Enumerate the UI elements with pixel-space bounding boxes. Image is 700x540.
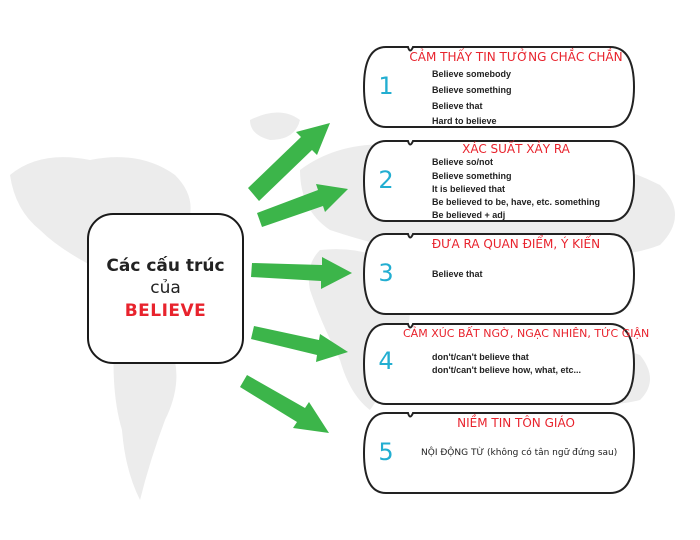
card-2-item-4: Be believed to be, have, etc. something bbox=[432, 197, 601, 207]
card-2-item-3: It is believed that bbox=[432, 184, 506, 194]
card-5-number: 5 bbox=[378, 438, 394, 466]
arrow-to-card-2-icon bbox=[257, 184, 348, 227]
arrow-to-card-3-icon bbox=[251, 257, 352, 289]
arrow-to-card-4-icon bbox=[251, 326, 348, 362]
card-4-item-2: don't/can't believe how, what, etc... bbox=[432, 365, 581, 375]
card-1-item-4: Hard to believe bbox=[432, 116, 497, 126]
card-1-item-3: Believe that bbox=[432, 101, 483, 111]
arrow-to-card-1-icon bbox=[248, 123, 330, 201]
card-4-title: CẢM XÚC BẤT NGỜ, NGẠC NHIÊN, TỨC GIẬN bbox=[403, 327, 650, 340]
arrow-to-card-5-icon bbox=[240, 375, 329, 433]
card-4-number: 4 bbox=[378, 347, 394, 375]
card-1-item-1: Believe somebody bbox=[432, 69, 512, 79]
card-4-item-1: don't/can't believe that bbox=[432, 352, 529, 362]
card-2-number: 2 bbox=[378, 166, 394, 194]
card-1-title: CẢM THẤY TIN TƯỞNG CHẮC CHẮN bbox=[409, 50, 623, 64]
center-topic-box: Các cấu trúc của BELIEVE bbox=[87, 213, 244, 364]
card-1-number: 1 bbox=[378, 72, 394, 100]
card-2-item-2: Believe something bbox=[432, 171, 512, 181]
card-2-item-5: Be believed + adj bbox=[432, 210, 506, 220]
card-5-outline bbox=[362, 412, 636, 494]
card-2-item-1: Believe so/not bbox=[432, 157, 494, 167]
card-3-item-1: Believe that bbox=[432, 269, 483, 279]
card-1-item-2: Believe something bbox=[432, 85, 512, 95]
structure-card-4: 4 CẢM XÚC BẤT NGỜ, NGẠC NHIÊN, TỨC GIẬN … bbox=[362, 323, 650, 405]
center-title: Các cấu trúc bbox=[106, 255, 225, 276]
card-3-title: ĐƯA RA QUAN ĐIỂM, Ý KIẾN bbox=[431, 237, 601, 251]
center-subtitle: của bbox=[150, 277, 181, 298]
structure-card-1: 1 CẢM THẤY TIN TƯỞNG CHẮC CHẮN Believe s… bbox=[362, 46, 636, 128]
card-3-outline bbox=[362, 233, 636, 315]
structure-card-2: 2 XÁC SUẤT XẢY RA Believe so/not Believe… bbox=[362, 140, 636, 222]
card-2-title: XÁC SUẤT XẢY RA bbox=[462, 142, 570, 156]
center-keyword: BELIEVE bbox=[124, 300, 207, 321]
card-5-title: NIỀM TIN TÔN GIÁO bbox=[457, 416, 575, 430]
card-4-outline bbox=[362, 323, 636, 405]
card-3-number: 3 bbox=[378, 259, 394, 287]
card-5-item-1: NỘI ĐỘNG TỪ (không có tân ngữ đứng sau) bbox=[421, 448, 618, 458]
structure-card-5: 5 NIỀM TIN TÔN GIÁO NỘI ĐỘNG TỪ (không c… bbox=[362, 412, 636, 494]
card-2-outline bbox=[362, 140, 636, 222]
structure-card-3: 3 ĐƯA RA QUAN ĐIỂM, Ý KIẾN Believe that bbox=[362, 233, 636, 315]
card-1-outline bbox=[362, 46, 636, 128]
